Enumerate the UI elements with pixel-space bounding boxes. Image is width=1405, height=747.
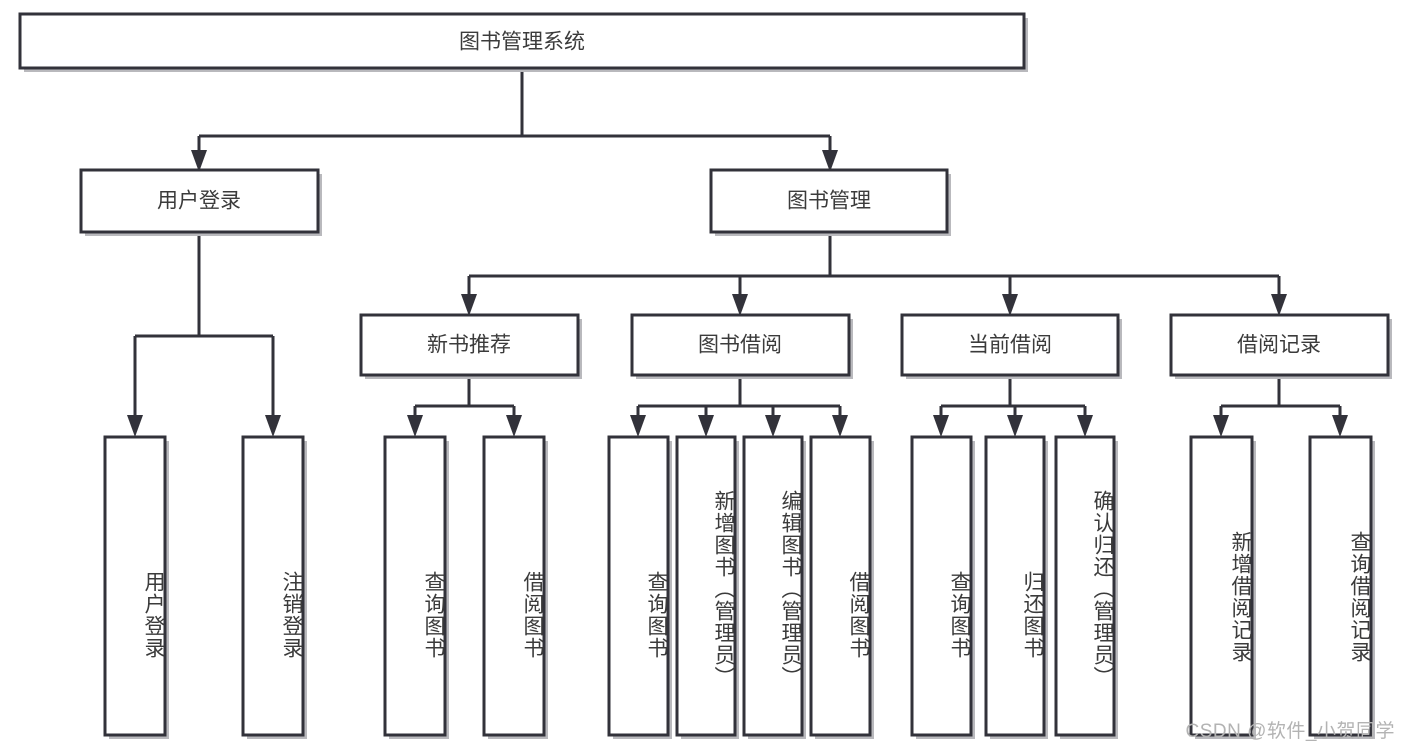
leaf-user-login-rect	[103, 435, 167, 737]
arrow-head-book-mgmt	[822, 150, 838, 172]
leaf-query-book-1-rect	[383, 435, 447, 737]
leaf-node-query-book-1[interactable]	[383, 435, 449, 739]
leaf-borrow-book-1-rect	[482, 435, 546, 737]
arrow-head-leaf-edit-book	[765, 415, 781, 437]
node-new-book-recommend-rect	[359, 313, 580, 377]
arrow-head-leaf-query-book-2	[630, 415, 646, 437]
node-new-book-recommend-label: 新书推荐	[427, 334, 511, 357]
leaf-node-query-book-2[interactable]	[607, 435, 672, 739]
leaf-node-logout[interactable]	[241, 435, 307, 739]
arrow-head-leaf-user-login	[127, 415, 143, 437]
node-root-label: 图书管理系统	[459, 31, 585, 54]
node-user-login-rect	[79, 168, 320, 234]
leaf-return-book-rect	[984, 435, 1046, 737]
csdn-watermark: CSDN @软件_小贺同学	[1185, 721, 1395, 742]
leaf-node-return-book[interactable]	[984, 435, 1048, 739]
connector-bookborrow-to-leaves	[630, 375, 848, 437]
node-current-borrow-rect	[900, 313, 1120, 377]
arrow-head-leaf-add-record	[1213, 415, 1229, 437]
arrow-head-borrow-records	[1271, 294, 1287, 316]
node-book-borrow-rect	[630, 313, 851, 377]
arrow-head-leaf-borrow-book-1	[506, 415, 522, 437]
connector-root-to-level2	[191, 68, 838, 172]
leaf-node-edit-book[interactable]	[742, 435, 806, 739]
arrow-head-leaf-confirm-return	[1077, 415, 1093, 437]
leaf-node-borrow-book-1[interactable]	[482, 435, 548, 739]
arrow-head-leaf-query-book-3	[933, 415, 949, 437]
node-borrow-records-label: 借阅记录	[1237, 334, 1321, 357]
arrow-head-leaf-borrow-book-2	[832, 415, 848, 437]
node-root-rect	[18, 12, 1026, 70]
connector-borrowrecords-to-leaves	[1213, 375, 1348, 437]
connector-userlogin-to-leaves	[127, 232, 281, 437]
leaf-add-book-rect	[675, 435, 737, 737]
arrow-head-leaf-return-book	[1007, 415, 1023, 437]
connector-bookmgmt-to-level3	[461, 232, 1287, 316]
node-book-management-rect	[709, 168, 949, 234]
leaf-query-record-rect	[1308, 435, 1373, 737]
leaf-query-book-3-rect	[910, 435, 973, 737]
node-book-borrow[interactable]: 图书借阅	[630, 313, 853, 379]
node-user-login[interactable]: 用户登录	[79, 168, 322, 236]
arrow-head-leaf-query-record	[1332, 415, 1348, 437]
connector-currentborrow-to-leaves	[933, 375, 1093, 437]
node-root[interactable]: 图书管理系统	[18, 12, 1028, 72]
leaf-node-add-book[interactable]	[675, 435, 739, 739]
leaf-node-add-record[interactable]	[1189, 435, 1256, 739]
leaf-logout-rect	[241, 435, 305, 737]
node-borrow-records-rect	[1169, 313, 1390, 377]
node-book-borrow-label: 图书借阅	[698, 334, 782, 357]
leaf-query-book-2-rect	[607, 435, 670, 737]
node-book-management[interactable]: 图书管理	[709, 168, 951, 236]
leaf-node-user-login[interactable]	[103, 435, 169, 739]
leaf-confirm-return-rect	[1054, 435, 1116, 737]
leaf-node-query-record[interactable]	[1308, 435, 1375, 739]
arrow-head-leaf-logout	[265, 415, 281, 437]
arrow-head-leaf-add-book	[698, 415, 714, 437]
node-new-book-recommend[interactable]: 新书推荐	[359, 313, 582, 379]
arrow-head-book-borrow	[732, 294, 748, 316]
arrow-head-user-login	[191, 150, 207, 172]
arrow-head-current-borrow	[1002, 294, 1018, 316]
node-current-borrow[interactable]: 当前借阅	[900, 313, 1122, 379]
node-borrow-records[interactable]: 借阅记录	[1169, 313, 1392, 379]
node-current-borrow-label: 当前借阅	[968, 334, 1052, 357]
arrow-head-newbook-recommend	[461, 294, 477, 316]
node-book-management-label: 图书管理	[787, 190, 871, 213]
node-user-login-label: 用户登录	[157, 190, 241, 213]
leaf-node-confirm-return[interactable]	[1054, 435, 1118, 739]
leaf-edit-book-rect	[742, 435, 804, 737]
arrow-head-leaf-query-book-1	[407, 415, 423, 437]
leaf-node-borrow-book-2[interactable]	[809, 435, 874, 739]
leaf-node-query-book-3[interactable]	[910, 435, 975, 739]
leaf-borrow-book-2-rect	[809, 435, 872, 737]
connector-newbook-to-leaves	[407, 375, 522, 437]
leaf-add-record-rect	[1189, 435, 1254, 737]
